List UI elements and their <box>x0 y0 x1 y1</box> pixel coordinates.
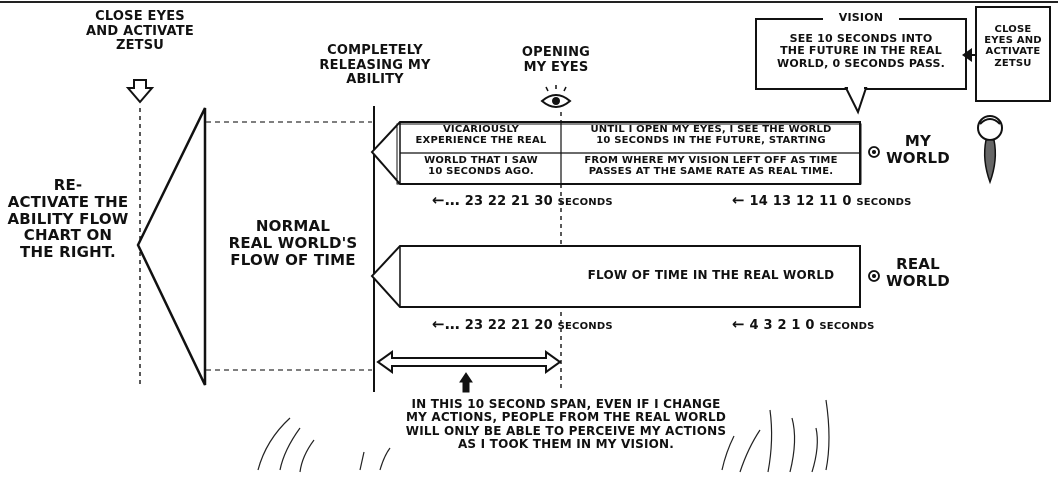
left-ellipsis-arrow-icon: ←… <box>432 315 460 333</box>
left-arrow-icon <box>962 48 972 62</box>
character-doodle <box>977 115 1003 185</box>
seconds-unit: SECONDS <box>856 197 912 208</box>
left-arrow-icon: ← <box>732 315 745 333</box>
my-world-right-numbers: 14 13 12 11 0 <box>749 194 852 209</box>
span-note: IN THIS 10 SECOND SPAN, EVEN IF I CHANGE… <box>405 397 727 452</box>
real-world-right-numbers: 4 3 2 1 0 <box>749 318 815 333</box>
left-arrow-icon: ← <box>732 191 745 209</box>
eye-icon <box>540 85 572 108</box>
real-world-label: REAL WORLD <box>886 255 950 290</box>
close-eyes-left-label: CLOSE EYES AND ACTIVATE ZETSU <box>86 9 194 54</box>
seconds-unit: SECONDS <box>557 197 613 208</box>
vision-speech-box <box>755 18 967 115</box>
down-arrow-icon <box>125 79 155 104</box>
normal-flow-label: NORMAL REAL WORLD'S FLOW OF TIME <box>228 217 358 269</box>
real-world-left-numbers: 23 22 21 20 <box>464 318 553 333</box>
opening-eyes-label: OPENING MY EYES <box>521 45 591 75</box>
up-arrow-icon <box>459 372 473 393</box>
span-double-arrow <box>376 350 562 374</box>
left-ellipsis-arrow-icon: ←… <box>432 191 460 209</box>
my-world-arrow <box>370 121 862 185</box>
grass-doodle <box>257 399 830 473</box>
my-world-timeline-left: ←… 23 22 21 30 SECONDS <box>432 192 613 210</box>
my-world-cell-1: VICARIOUSLY EXPERIENCE THE REAL <box>415 124 547 147</box>
close-eyes-right-label: CLOSE EYES AND ACTIVATE ZETSU <box>984 24 1042 69</box>
real-world-timeline-right: ← 4 3 2 1 0 SECONDS <box>732 316 875 334</box>
reactivate-label: RE- ACTIVATE THE ABILITY FLOW CHART ON T… <box>7 176 129 262</box>
vision-title: VISION <box>823 11 899 25</box>
my-world-left-numbers: 23 22 21 30 <box>464 194 553 209</box>
my-world-timeline-right: ← 14 13 12 11 0 SECONDS <box>732 192 912 210</box>
my-world-cell-4: FROM WHERE MY VISION LEFT OFF AS TIME PA… <box>584 155 838 178</box>
big-triangle <box>136 107 207 386</box>
seconds-unit: SECONDS <box>557 321 613 332</box>
real-world-flow-label: FLOW OF TIME IN THE REAL WORLD <box>587 268 835 282</box>
close-eyes-box <box>975 6 1051 102</box>
my-world-cell-3: UNTIL I OPEN MY EYES, I SEE THE WORLD 10… <box>590 124 832 147</box>
seconds-unit: SECONDS <box>819 321 875 332</box>
completely-releasing-label: COMPLETELY RELEASING MY ABILITY <box>319 43 431 88</box>
real-world-timeline-left: ←… 23 22 21 20 SECONDS <box>432 316 613 334</box>
my-world-cell-2: WORLD THAT I SAW 10 SECONDS AGO. <box>424 155 538 178</box>
real-world-arrow <box>370 245 861 308</box>
vision-text: SEE 10 SECONDS INTO THE FUTURE IN THE RE… <box>776 32 946 70</box>
my-world-label: MY WORLD <box>886 132 950 167</box>
